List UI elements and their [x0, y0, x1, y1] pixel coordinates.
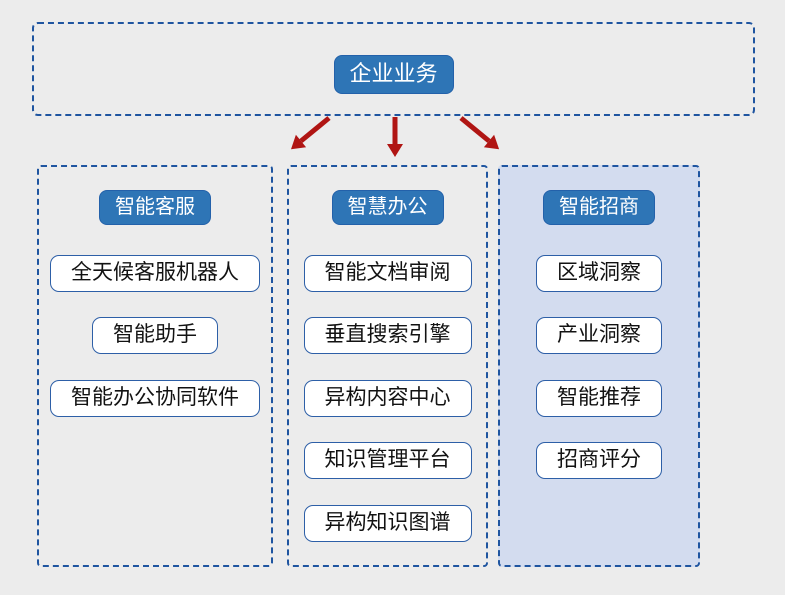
arrow-down-left-icon	[291, 116, 331, 150]
node-industry-insight: 产业洞察	[536, 317, 662, 354]
node-intelligent-recommendation: 智能推荐	[536, 380, 662, 417]
arrow-down-icon	[387, 117, 403, 157]
node-intelligent-office-collaboration-software: 智能办公协同软件	[50, 380, 260, 417]
arrow-down-right-icon	[459, 116, 500, 150]
node-regional-insight: 区域洞察	[536, 255, 662, 292]
node-knowledge-management-platform: 知识管理平台	[303, 442, 472, 479]
node-heterogeneous-content-center: 异构内容中心	[303, 380, 472, 417]
node-24x7-customer-service-robot: 全天候客服机器人	[50, 255, 260, 292]
node-vertical-search-engine: 垂直搜索引擎	[303, 317, 472, 354]
root-group-box: 企业业务	[32, 22, 755, 116]
branch-smart-office: 智慧办公 智能文档审阅 垂直搜索引擎 异构内容中心 知识管理平台 异构知识图谱	[287, 165, 488, 567]
node-investment-scoring: 招商评分	[536, 442, 662, 479]
branch-intelligent-customer-service: 智能客服 全天候客服机器人 智能助手 智能办公协同软件	[37, 165, 273, 567]
branch-header-smart-office: 智慧办公	[331, 190, 444, 225]
node-heterogeneous-knowledge-graph: 异构知识图谱	[303, 505, 472, 542]
node-intelligent-assistant: 智能助手	[92, 317, 218, 354]
branch-intelligent-investment: 智能招商 区域洞察 产业洞察 智能推荐 招商评分	[498, 165, 700, 567]
branch-header-intelligent-customer-service: 智能客服	[99, 190, 211, 225]
root-node-enterprise-business: 企业业务	[333, 55, 454, 94]
node-intelligent-document-review: 智能文档审阅	[303, 255, 472, 292]
branch-header-intelligent-investment: 智能招商	[543, 190, 655, 225]
